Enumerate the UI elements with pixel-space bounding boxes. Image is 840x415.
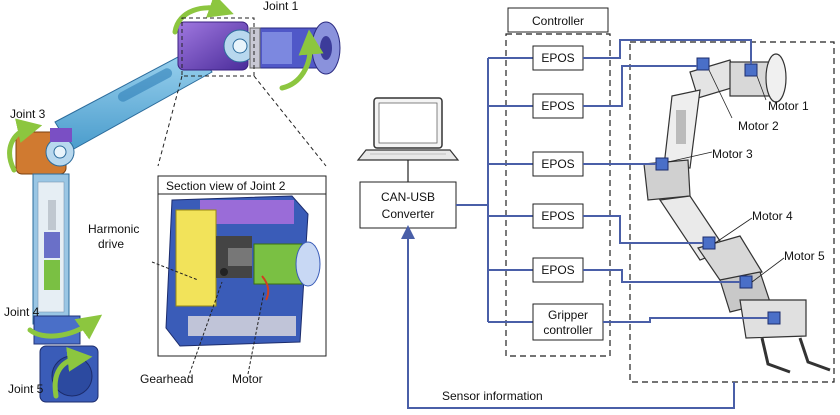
epos-driver-3: EPOS	[532, 151, 584, 177]
harmonic-drive-label-line1: Harmonic	[88, 222, 139, 236]
epos-driver-4: EPOS	[532, 203, 584, 229]
joint-3-label: Joint 3	[10, 107, 46, 121]
converter-label-line2: Converter	[382, 207, 435, 221]
epos-4-label: EPOS	[541, 209, 574, 223]
joint-1-motor	[249, 21, 341, 75]
motor-5-label: Motor 5	[784, 249, 825, 263]
harmonic-drive-label-line2: drive	[98, 237, 124, 251]
gearhead-label: Gearhead	[140, 372, 193, 386]
section-callout-lines	[151, 261, 265, 379]
forearm-link	[32, 173, 70, 325]
robot-arm-photo	[643, 53, 831, 374]
rotation-arrows	[7, 0, 324, 399]
epos-5-label: EPOS	[541, 263, 574, 277]
zoom-guide-lines	[157, 17, 327, 167]
joint-2-cutaway	[165, 195, 321, 347]
can-bus-wiring	[456, 57, 533, 323]
motor-1-label: Motor 1	[768, 99, 809, 113]
joint-1-label: Joint 1	[263, 0, 299, 13]
sensor-feedback-line	[401, 225, 735, 409]
converter-label-line1: CAN-USB	[381, 190, 435, 204]
epos-1-label: EPOS	[541, 51, 574, 65]
epos-driver-5: EPOS	[532, 257, 584, 283]
epos-2-label: EPOS	[541, 99, 574, 113]
gripper-label-line2: controller	[543, 323, 592, 337]
robot-group	[629, 41, 835, 383]
section-view-box: Section view of Joint 2	[151, 175, 327, 379]
joint-2-housing	[177, 21, 257, 71]
laptop-icon	[356, 97, 460, 161]
joint-5-label: Joint 5	[8, 382, 44, 396]
controller-title: Controller	[532, 14, 584, 28]
can-usb-converter: CAN-USB Converter	[359, 181, 457, 229]
joint-4-label: Joint 4	[4, 305, 40, 319]
motor-label: Motor	[232, 372, 263, 386]
epos-driver-2: EPOS	[532, 93, 584, 119]
joint-3-housing	[15, 128, 75, 175]
gripper-label-line1: Gripper	[548, 308, 588, 322]
sensor-information-label: Sensor information	[442, 389, 543, 403]
section-view-title: Section view of Joint 2	[166, 179, 286, 193]
gripper-controller: Gripper controller	[532, 303, 604, 341]
motor-4-label: Motor 4	[752, 209, 793, 223]
controller-group: Controller	[505, 7, 611, 357]
wrist-joints	[33, 315, 99, 403]
motor-wiring	[583, 39, 768, 323]
epos-driver-1: EPOS	[532, 45, 584, 71]
epos-3-label: EPOS	[541, 157, 574, 171]
motor-2-label: Motor 2	[738, 119, 779, 133]
motor-markers	[655, 57, 781, 325]
motor-3-label: Motor 3	[712, 147, 753, 161]
robot-arm-render: Joint 1 Joint 3 Joint 4 Joint 5	[4, 0, 341, 403]
motor-leader-lines	[667, 69, 785, 283]
